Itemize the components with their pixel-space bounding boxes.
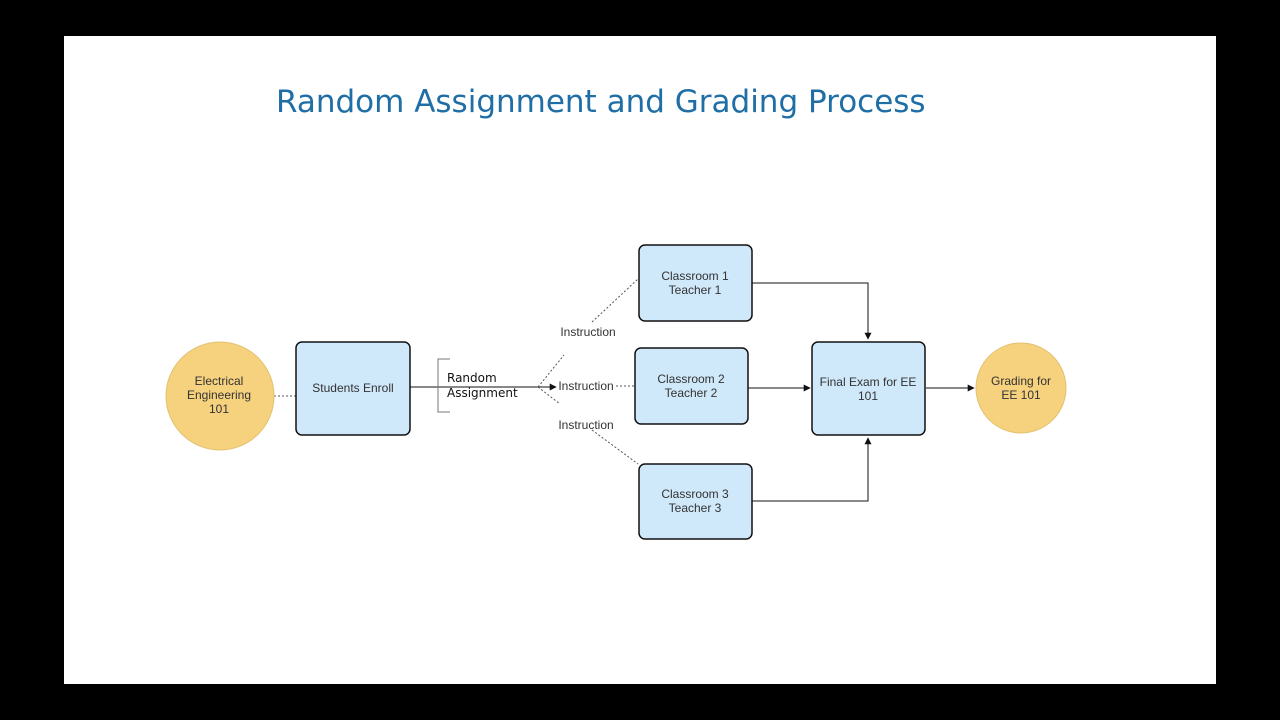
slide-title: Random Assignment and Grading Process — [276, 84, 926, 120]
edge-label-instruction-2: Instruction — [558, 379, 613, 393]
node-label: Electrical — [195, 374, 244, 388]
random-assignment-bracket — [437, 358, 450, 413]
process-diagram: Electrical Engineering 101 Students Enro… — [165, 244, 1067, 540]
node-label: Teacher 2 — [665, 386, 718, 400]
node-label: 101 — [858, 389, 878, 403]
node-classroom-2[interactable]: Classroom 2 Teacher 2 — [634, 347, 749, 425]
node-label: Grading for — [991, 374, 1051, 388]
node-label: Students Enroll — [312, 381, 393, 395]
branch-to-classroom1 — [537, 278, 639, 388]
edge-label-instruction-1: Instruction — [560, 325, 615, 339]
node-electrical-engineering-101[interactable]: Electrical Engineering 101 — [165, 341, 275, 451]
node-students-enroll[interactable]: Students Enroll — [295, 341, 411, 436]
node-label: Teacher 1 — [669, 283, 722, 297]
node-label: Classroom 2 — [657, 372, 725, 386]
node-label: 101 — [209, 402, 229, 416]
slide: Random Assignment and Grading Process El… — [64, 36, 1216, 684]
node-label: Teacher 3 — [669, 501, 722, 515]
node-classroom-3[interactable]: Classroom 3 Teacher 3 — [638, 463, 753, 540]
edge-classroom1-to-final — [752, 282, 872, 340]
node-label: Classroom 3 — [661, 487, 729, 501]
node-label: EE 101 — [1001, 388, 1041, 402]
edge-classroom3-to-final — [752, 437, 872, 502]
node-label: Final Exam for EE — [820, 375, 917, 389]
random-assignment-label: Assignment — [447, 386, 518, 400]
edge-label-instruction-3: Instruction — [558, 418, 613, 432]
branch-to-classroom3 — [537, 386, 639, 465]
node-final-exam[interactable]: Final Exam for EE 101 — [811, 341, 926, 436]
node-label: Engineering — [187, 388, 251, 402]
node-classroom-1[interactable]: Classroom 1 Teacher 1 — [638, 244, 753, 322]
random-assignment-label: Random — [447, 371, 497, 385]
node-label: Classroom 1 — [661, 269, 729, 283]
node-grading[interactable]: Grading for EE 101 — [975, 342, 1067, 434]
